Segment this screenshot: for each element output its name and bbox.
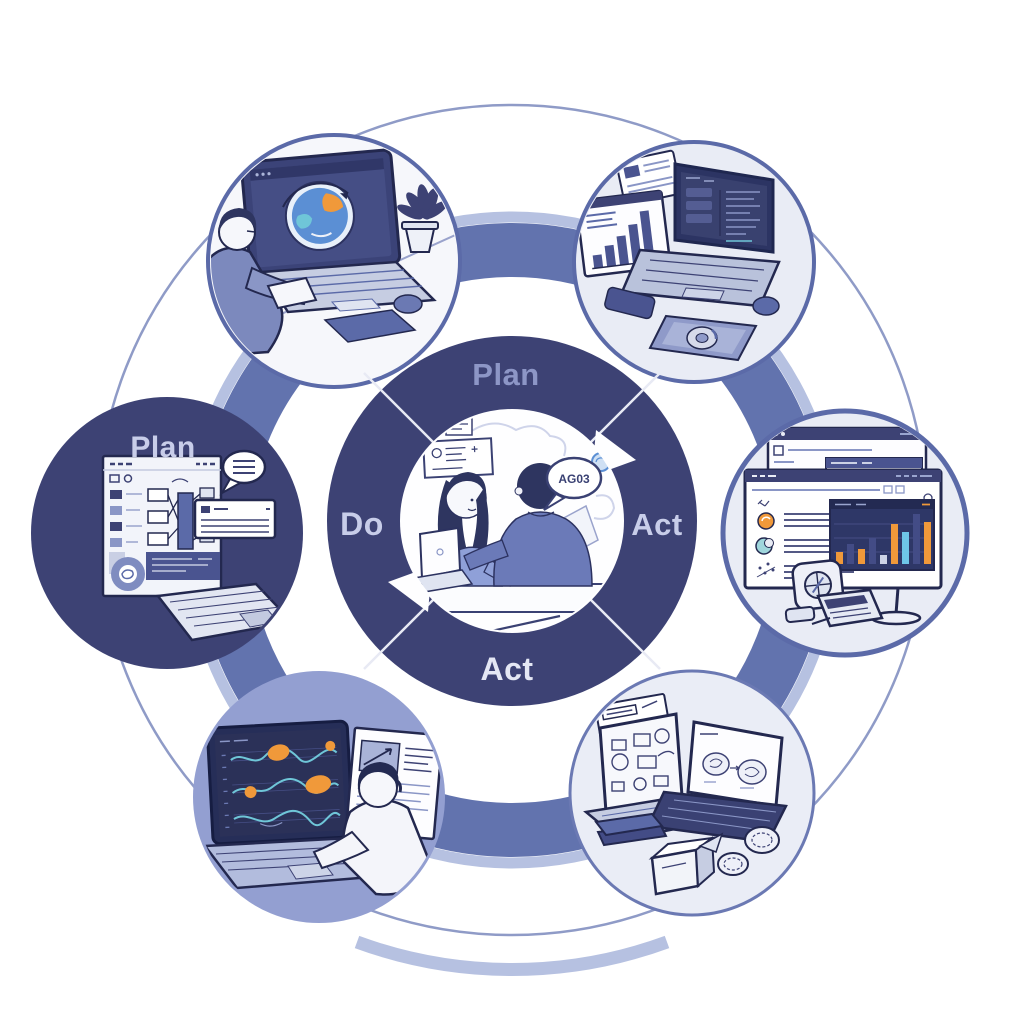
calculator-icon (816, 588, 884, 628)
notebook-stack-icon (594, 812, 668, 847)
line-chart-band-3 (233, 809, 341, 827)
man-figure (463, 463, 593, 587)
scene-top-right (572, 140, 816, 384)
summary-panel (146, 552, 220, 580)
mouse-icon (393, 294, 423, 314)
sketch-icons (611, 728, 675, 792)
speech-bubble-icon: AG03 (543, 456, 603, 511)
line-chart-band-2 (231, 775, 340, 799)
laptop (240, 148, 402, 277)
quadrant-ticks (363, 372, 661, 670)
pdca-label-act-right: Act (631, 507, 682, 542)
coin-icon (717, 852, 749, 876)
thought-cloud-sketch (469, 422, 567, 457)
eraser-icon (784, 605, 831, 625)
scene-top-left (206, 133, 462, 389)
mouse-icon (752, 296, 780, 316)
person (312, 762, 434, 896)
globe-icon (282, 180, 355, 251)
dark-laptop (620, 162, 781, 308)
notepad-icon (323, 309, 417, 343)
plan-screen (101, 454, 223, 598)
laptop-icon (412, 526, 474, 593)
package-box-icon (648, 832, 724, 896)
scatter-sketch-icon (756, 562, 776, 578)
popup-card (193, 498, 277, 540)
sketch-circle-icon (737, 759, 767, 785)
orange-swirl-icon (757, 512, 775, 530)
dashboard-bar-chart (829, 499, 935, 571)
speech-bubble-text: AG03 (558, 472, 590, 486)
bottom-light-arc (354, 935, 670, 977)
sketch-circle-icon (702, 752, 730, 776)
notes-in-hand (266, 276, 318, 310)
phone-icon (604, 286, 656, 320)
tablet-icon (648, 314, 758, 362)
chat-bubble-icon (219, 449, 267, 496)
plant-icon (397, 184, 448, 253)
dashboard-monitor (743, 468, 943, 590)
list-icons (755, 499, 776, 578)
pdca-label-plan: Plan (472, 357, 539, 392)
pdca-ring: AG03 Plan Act Act Do (327, 336, 697, 706)
scene-right (720, 408, 970, 658)
badge-icon (111, 557, 145, 591)
mini-chart-card-icon (422, 437, 494, 479)
coin-icon (744, 826, 780, 854)
scene-bottom-right (568, 669, 816, 917)
scene-left-plan: Plan (31, 397, 303, 669)
pdca-label-act-bottom: Act (480, 651, 533, 687)
pdca-label-do: Do (340, 506, 384, 542)
touchpad (330, 298, 382, 312)
line-chart-band-1 (230, 740, 338, 763)
pen-icon (811, 617, 831, 625)
axis-ticks (221, 754, 230, 829)
tag-icon (698, 832, 724, 853)
left-bubble-plan-label: Plan (130, 431, 195, 464)
analytics-laptop (206, 719, 355, 846)
scene-bottom-left (193, 671, 445, 923)
